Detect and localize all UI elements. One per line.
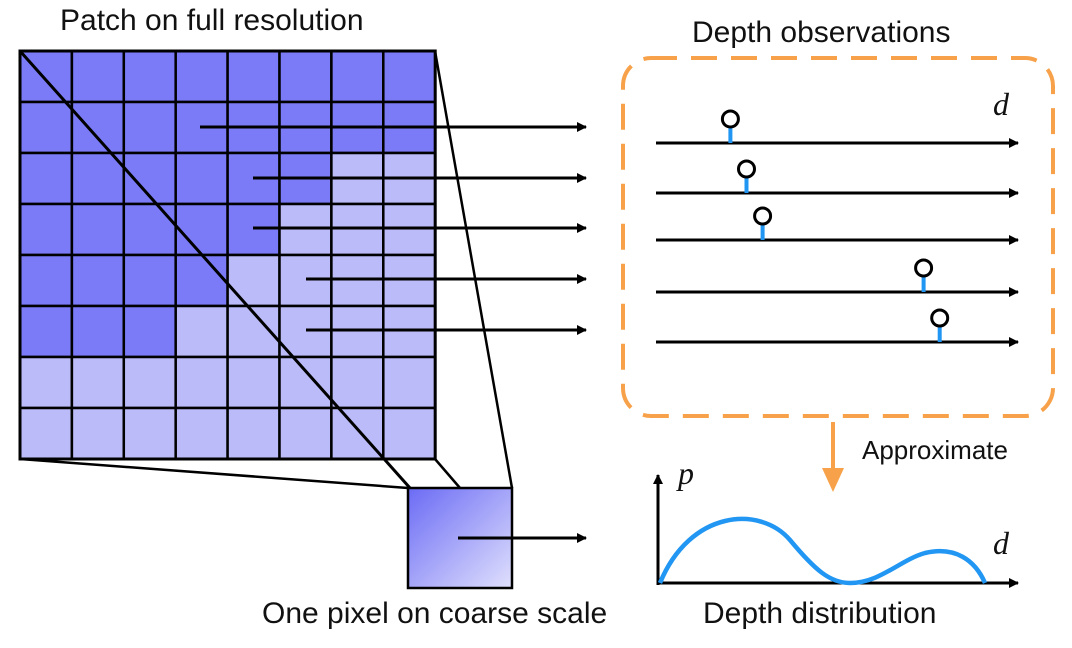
approximate-label: Approximate	[862, 435, 1008, 465]
grid-cell	[278, 355, 333, 410]
zoom-line-mid	[434, 458, 461, 489]
grid-cell	[330, 355, 385, 410]
grid-cell	[278, 406, 333, 461]
grid-cell	[70, 253, 126, 308]
grid-cell	[174, 49, 229, 104]
grid-cell	[18, 355, 74, 410]
grid-cell	[382, 406, 437, 461]
patch-grid	[18, 49, 437, 461]
grid-cell	[226, 406, 281, 461]
observation-point	[914, 258, 934, 278]
grid-cell	[18, 100, 74, 155]
observations-box	[621, 56, 1055, 418]
grid-cell	[122, 406, 177, 461]
observation-point	[720, 109, 740, 129]
obs-axis-d-label: d	[993, 86, 1009, 122]
grid-cell	[18, 304, 74, 359]
grid-cell	[226, 355, 281, 410]
grid-cell	[122, 304, 177, 359]
distribution-d-label: d	[993, 525, 1009, 561]
coarse-pixel-label: One pixel on coarse scale	[262, 597, 608, 630]
grid-cell	[174, 253, 229, 308]
patch-diagonal	[18, 50, 412, 489]
grid-cell	[70, 49, 126, 104]
zoom-line-right	[433, 50, 514, 489]
grid-cell	[18, 253, 74, 308]
grid-cell	[122, 253, 177, 308]
distribution-label: Depth distribution	[703, 597, 937, 630]
grid-cell	[174, 151, 229, 206]
zoom-line-left	[19, 457, 409, 490]
grid-cell	[174, 202, 229, 257]
grid-cell	[174, 304, 229, 359]
approximate-arrow-head	[822, 468, 844, 492]
grid-cell	[382, 355, 437, 410]
grid-cell	[18, 151, 74, 206]
grid-cell	[278, 49, 333, 104]
grid-cell	[70, 202, 126, 257]
grid-cell	[70, 355, 126, 410]
grid-cell	[122, 49, 177, 104]
observation-rows	[656, 109, 1019, 347]
grid-cell	[70, 100, 126, 155]
grid-cell	[122, 355, 177, 410]
grid-cell	[174, 406, 229, 461]
grid-cell	[122, 100, 177, 155]
grid-cell	[226, 49, 281, 104]
observation-point	[753, 206, 773, 226]
distribution-p-label: p	[678, 455, 694, 491]
grid-cell	[174, 355, 229, 410]
observations-title: Depth observations	[692, 16, 951, 49]
distribution-curve	[657, 516, 988, 586]
grid-cell	[122, 202, 177, 257]
patch-title: Patch on full resolution	[60, 4, 364, 37]
grid-cell	[382, 49, 437, 104]
grid-cell	[330, 49, 385, 104]
grid-cell	[70, 406, 126, 461]
grid-cell	[226, 253, 281, 308]
grid-cell	[18, 406, 74, 461]
grid-cell	[18, 202, 74, 257]
grid-cell	[70, 304, 126, 359]
observation-point	[930, 308, 950, 328]
grid-outline	[18, 49, 437, 461]
observation-point	[737, 159, 756, 179]
